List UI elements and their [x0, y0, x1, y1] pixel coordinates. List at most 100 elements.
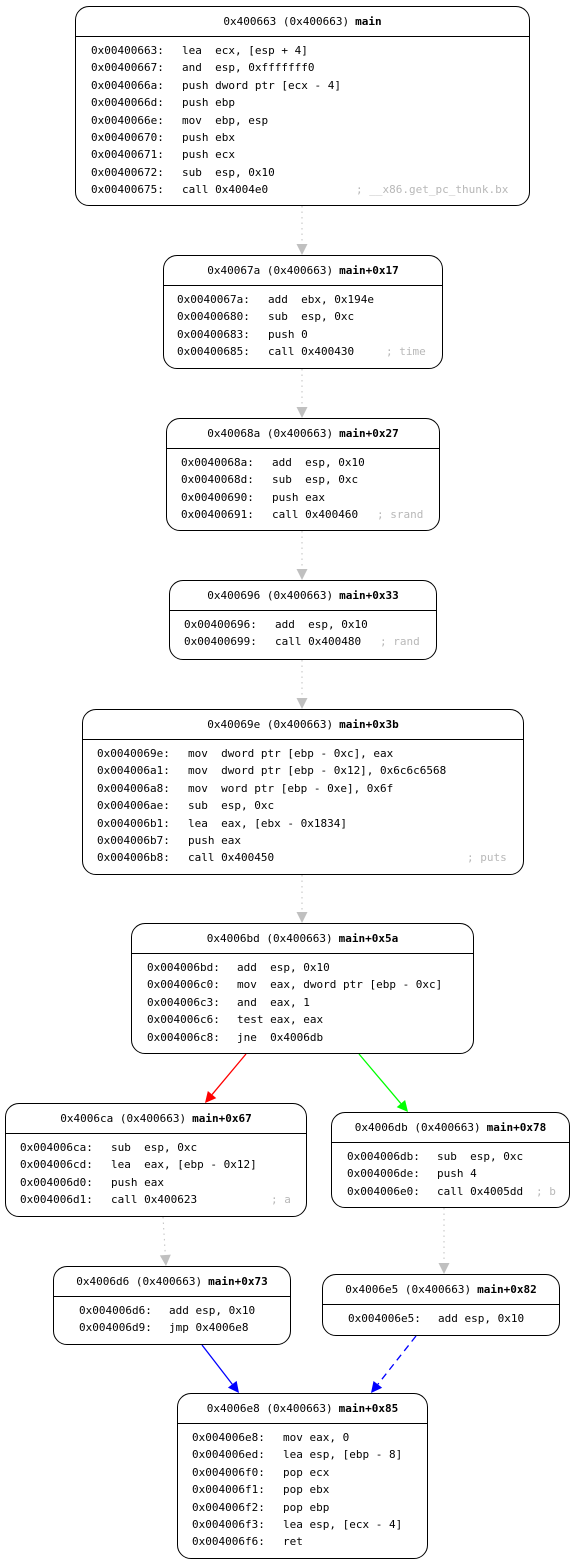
instruction-row[interactable]: 0x00400680:sub esp, 0xc	[164, 308, 442, 325]
instruction-address: 0x0040066d:	[91, 96, 164, 110]
instruction-row[interactable]: 0x004006f2: pop ebp	[178, 1499, 427, 1516]
instruction-row[interactable]: 0x0040068d:sub esp, 0xc	[167, 471, 439, 488]
instruction-row[interactable]: 0x004006d0:push eax	[6, 1174, 306, 1191]
instruction-row[interactable]: 0x004006ae:sub esp, 0xc	[83, 797, 523, 814]
instruction-row[interactable]: 0x004006cd:lea eax, [ebp - 0x12]	[6, 1156, 306, 1173]
edge-arrowhead	[438, 1263, 450, 1274]
instruction-row[interactable]: 0x004006a8:mov word ptr [ebp - 0xe], 0x6…	[83, 780, 523, 797]
instruction-row[interactable]: 0x0040068a:add esp, 0x10	[167, 454, 439, 471]
instruction-row[interactable]: 0x004006db:sub esp, 0xc	[332, 1148, 569, 1165]
instruction-row[interactable]: 0x004006d9:jmp 0x4006e8	[54, 1319, 290, 1336]
instruction-row[interactable]: 0x004006ed:lea esp, [ebp - 8]	[178, 1446, 427, 1463]
block-address: 0x40067a (0x400663)	[207, 264, 334, 277]
instruction-comment: ; b	[536, 1184, 556, 1198]
instruction-text: call 0x4004e0	[182, 183, 269, 197]
instruction-row[interactable]: 0x00400675:call 0x4004e0; __x86.get_pc_t…	[76, 181, 529, 198]
instruction-row[interactable]: 0x00400691:call 0x400460; srand	[167, 506, 439, 523]
instruction-text: add esp, 0x10	[438, 1312, 525, 1325]
instruction-row[interactable]: 0x0040067a:add ebx, 0x194e	[164, 291, 442, 308]
instruction-address: 0x004006bd:	[147, 961, 220, 974]
instruction-row[interactable]: 0x004006c8:jne 0x4006db	[132, 1029, 473, 1046]
instruction-text: lea eax, [ebp - 0x12]	[111, 1158, 257, 1172]
instruction-row[interactable]: 0x004006b1:lea eax, [ebx - 0x1834]	[83, 815, 523, 832]
instruction-row[interactable]: 0x0040069e:mov dword ptr [ebp - 0xc], ea…	[83, 745, 523, 762]
block-main5a[interactable]: 0x4006bd (0x400663)main+0x5a 0x004006bd:a…	[131, 923, 474, 1054]
edge-arrowhead	[296, 244, 308, 255]
instruction-address: 0x004006f2:	[192, 1500, 265, 1514]
instruction-address: 0x0040066a:	[91, 78, 164, 92]
block-header: 0x400663 (0x400663)main	[76, 7, 529, 37]
edge-arrowhead	[296, 912, 308, 923]
edge-fallthrough	[162, 1216, 166, 1256]
instruction-text: lea esp, [ebp - 8]	[283, 1448, 403, 1462]
instruction-row[interactable]: 0x00400696:add esp, 0x10	[170, 616, 436, 633]
instruction-row[interactable]: 0x00400699:call 0x400480; rand	[170, 633, 436, 650]
instruction-row[interactable]: 0x004006b8:call 0x400450; puts	[83, 849, 523, 866]
instruction-row[interactable]: 0x004006b7:push eax	[83, 832, 523, 849]
block-symbol: main+0x17	[339, 264, 399, 277]
instruction-row[interactable]: 0x0040066a: push dword ptr [ecx - 4]	[76, 77, 529, 94]
instruction-row[interactable]: 0x00400671:push ecx	[76, 146, 529, 163]
instruction-row[interactable]: 0x004006d6:add esp, 0x10	[54, 1302, 290, 1319]
instruction-address: 0x00400671:	[91, 148, 164, 162]
instruction-row[interactable]: 0x00400690:push eax	[167, 489, 439, 506]
instruction-row[interactable]: 0x00400683:push 0	[164, 326, 442, 343]
instruction-text: push 0	[268, 327, 308, 341]
instruction-row[interactable]: 0x004006e0:call 0x4005dd; b	[332, 1183, 569, 1200]
block-main17[interactable]: 0x40067a (0x400663) main+0x17 0x0040067a:a…	[163, 255, 443, 369]
instruction-row[interactable]: 0x004006f0:pop ecx	[178, 1464, 427, 1481]
instruction-address: 0x0040067a:	[177, 293, 250, 306]
instruction-row[interactable]: 0x00400670:push ebx	[76, 129, 529, 146]
instruction-text: call 0x400623	[111, 1193, 198, 1207]
block-header: 0x4006bd (0x400663)main+0x5a	[132, 924, 473, 954]
instruction-row[interactable]: 0x00400685:call 0x400430; time	[164, 343, 442, 360]
instruction-row[interactable]: 0x00400667:and esp, 0xfffffff0	[76, 59, 529, 76]
instruction-row[interactable]: 0x004006a1:mov dword ptr [ebp - 0x12], 0…	[83, 762, 523, 779]
instruction-row[interactable]: 0x004006c6:test eax, eax	[132, 1011, 473, 1028]
block-symbol: main+0x67	[192, 1112, 252, 1125]
instruction-address: 0x0040068d:	[181, 473, 254, 487]
instruction-row[interactable]: 0x004006f1:pop ebx	[178, 1481, 427, 1498]
instruction-row[interactable]: 0x004006de:push 4	[332, 1165, 569, 1182]
block-main[interactable]: 0x400663 (0x400663)main 0x00400663:lea ec…	[75, 6, 530, 206]
instruction-row[interactable]: 0x004006f6:ret	[178, 1533, 427, 1550]
instruction-text: sub esp, 0xc	[268, 310, 355, 324]
instruction-text: pop ebp	[283, 1500, 330, 1514]
instruction-row[interactable]: 0x004006d1:call 0x400623; a	[6, 1191, 306, 1208]
instruction-text: push 4	[437, 1167, 477, 1181]
instruction-address: 0x00400663:	[91, 44, 164, 57]
instruction-row[interactable]: 0x00400663:lea ecx, [esp + 4]	[76, 42, 529, 59]
instruction-address: 0x004006b8:	[97, 851, 170, 865]
instruction-row[interactable]: 0x004006e5:add esp, 0x10	[323, 1310, 559, 1327]
instruction-text: push dword ptr [ecx - 4]	[182, 78, 341, 92]
instruction-row[interactable]: 0x004006c3:and eax, 1	[132, 994, 473, 1011]
instruction-address: 0x00400675:	[91, 183, 164, 197]
instruction-text: push ebx	[182, 130, 235, 144]
instruction-address: 0x00400690:	[181, 490, 254, 504]
instruction-row[interactable]: 0x004006f3:lea esp, [ecx - 4]	[178, 1516, 427, 1533]
instruction-row[interactable]: 0x0040066d:push ebp	[76, 94, 529, 111]
instruction-address: 0x004006db:	[347, 1150, 420, 1163]
instruction-text: pop ebx	[283, 1483, 330, 1497]
edge-jump	[201, 1344, 233, 1385]
edge-branch-not-taken	[211, 1053, 247, 1095]
instruction-row[interactable]: 0x00400672:sub esp, 0x10	[76, 164, 529, 181]
instruction-row[interactable]: 0x004006ca:sub esp, 0xc	[6, 1139, 306, 1156]
instruction-text: mov eax, dword ptr [ebp - 0xc]	[237, 978, 443, 992]
instruction-row[interactable]: 0x004006c0:mov eax, dword ptr [ebp - 0xc…	[132, 976, 473, 993]
instruction-row[interactable]: 0x004006e8:mov eax, 0	[178, 1429, 427, 1446]
block-symbol: main+0x3b	[339, 718, 399, 731]
edge-arrowhead	[227, 1380, 239, 1393]
instruction-address: 0x004006e8:	[192, 1431, 265, 1444]
instruction-row[interactable]: 0x004006bd:add esp, 0x10	[132, 959, 473, 976]
instruction-row[interactable]: 0x0040066e:mov ebp, esp	[76, 112, 529, 129]
instruction-address: 0x004006d9:	[79, 1321, 152, 1335]
